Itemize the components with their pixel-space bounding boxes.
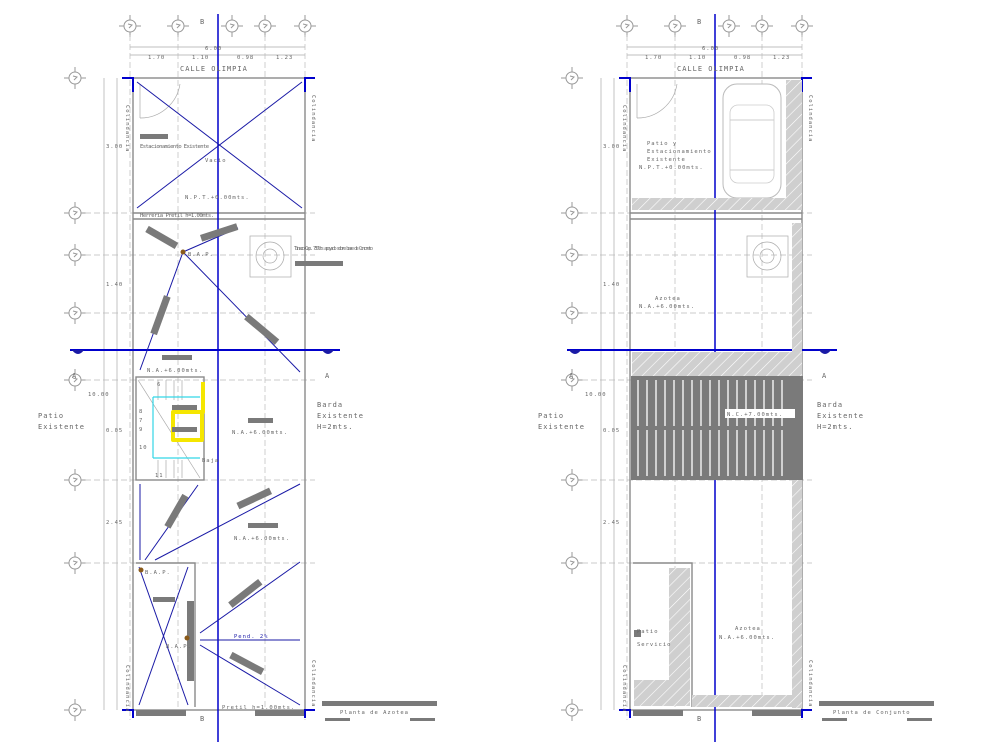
adjacent-label: Colindancia — [124, 665, 130, 712]
adjacent-label: Colindancia — [807, 660, 813, 707]
plan-site: 6.00 1.70 1.10 0.98 1.23 CALLE OLIMPIA 3… — [538, 14, 934, 742]
parking-label: Estacionamiento Existente — [140, 144, 210, 150]
dim-left: 1.40 — [603, 282, 620, 288]
adjacent-label: Colindancia — [621, 105, 627, 152]
parking-label: Estacionamiento — [647, 149, 712, 155]
section-label: A — [72, 372, 77, 380]
street-label: CALLE OLIMPIA — [180, 65, 248, 73]
section-label: A — [569, 372, 574, 380]
adjacent-label: Colindancia — [807, 95, 813, 142]
level-nc: N.C.+7.00mts. — [727, 412, 783, 418]
stair-step: 6 — [157, 382, 161, 388]
section-label: A — [822, 372, 827, 380]
section-label: A — [325, 372, 330, 380]
dim-part: 1.23 — [276, 55, 293, 61]
street-label: CALLE OLIMPIA — [677, 65, 745, 73]
stair-step: 9 — [139, 427, 143, 433]
railing-label: Herreria Pretil h=1.00mts. — [140, 213, 215, 219]
patio-label: Patio — [538, 412, 564, 420]
void-label: Vacio — [205, 158, 227, 164]
adjacent-label: Colindancia — [310, 95, 316, 142]
stair-down-label: Baja — [202, 458, 219, 464]
patio-label: Existente — [538, 423, 585, 431]
tank-label: Tinaco Cap. 750lts apoyado sobre base de… — [294, 246, 374, 252]
axis-label: B — [200, 18, 205, 26]
dim-part: 1.10 — [689, 55, 706, 61]
axis-label: B — [200, 715, 205, 723]
plan-title: Planta de Azotea — [340, 710, 409, 716]
dim-left: 10.00 — [585, 392, 607, 398]
dim-left: 1.40 — [106, 282, 123, 288]
adjacent-label: Colindancia — [124, 105, 130, 152]
plan-roof: 6.00 1.70 1.10 0.98 1.23 CALLE OLIMPIA 3… — [38, 14, 437, 742]
dim-part: 1.70 — [148, 55, 165, 61]
adjacent-label: Colindancia — [310, 660, 316, 707]
car-icon — [722, 83, 782, 199]
slope-label: Pend. 2% — [234, 634, 269, 640]
fence-label: Barda — [317, 401, 343, 409]
drain-label: B.A.P. — [166, 644, 192, 650]
dim-left: 10.00 — [88, 392, 110, 398]
dim-left: 3.00 — [106, 144, 123, 150]
level-na: N.A.+6.00mts. — [639, 304, 695, 310]
dim-part: 1.23 — [773, 55, 790, 61]
fence-label: Barda — [817, 401, 843, 409]
dim-total: 6.00 — [205, 46, 222, 52]
level-npt: N.P.T.+0.00mts. — [185, 195, 250, 201]
stair-step: 11 — [155, 473, 164, 479]
plan-title: Planta de Conjunto — [833, 710, 911, 716]
level-na: N.A.+6.00mts. — [147, 368, 203, 374]
level-na: N.A.+6.00mts. — [232, 430, 288, 436]
parking-label: Patio y — [647, 141, 677, 147]
patio-label: Patio — [38, 412, 64, 420]
stair-step: 10 — [139, 445, 148, 451]
level-na: N.A.+6.00mts. — [719, 635, 775, 641]
stair-step: 7 — [139, 418, 143, 424]
fence-label: Existente — [817, 412, 864, 420]
patio-label: Existente — [38, 423, 85, 431]
service-label: Servicio — [637, 642, 672, 648]
fence-label: H=2mts. — [817, 423, 854, 431]
railing-label: Pretil h=1.00mts. — [222, 705, 295, 711]
adjacent-label: Colindancia — [621, 665, 627, 712]
stair-step: 8 — [139, 409, 143, 415]
fence-label: H=2mts. — [317, 423, 354, 431]
level-npt: N.P.T.+0.00mts. — [639, 165, 704, 171]
parking-label: Existente — [647, 157, 686, 163]
stair: 6 8 7 9 10 11 Baja — [135, 376, 219, 481]
dim-part: 1.10 — [192, 55, 209, 61]
dim-left: 3.00 — [603, 144, 620, 150]
level-na: N.A.+6.00mts. — [234, 536, 290, 542]
axis-label: B — [697, 18, 702, 26]
axis-label: B — [697, 715, 702, 723]
dim-left: 0.05 — [603, 428, 620, 434]
drain-label: B.A.P. — [145, 570, 171, 576]
dim-left: 2.45 — [603, 520, 620, 526]
roof-label: Azotea — [735, 626, 761, 632]
drain-label: B.A.P. — [188, 252, 214, 258]
dim-total: 6.00 — [702, 46, 719, 52]
service-label: Patio — [637, 629, 659, 635]
dim-part: 0.98 — [734, 55, 751, 61]
fence-label: Existente — [317, 412, 364, 420]
dim-left: 0.05 — [106, 428, 123, 434]
roof-slab: N.C.+7.00mts. — [631, 376, 803, 480]
dim-part: 0.98 — [237, 55, 254, 61]
dim-left: 2.45 — [106, 520, 123, 526]
roof-label: Azotea — [655, 296, 681, 302]
dim-part: 1.70 — [645, 55, 662, 61]
